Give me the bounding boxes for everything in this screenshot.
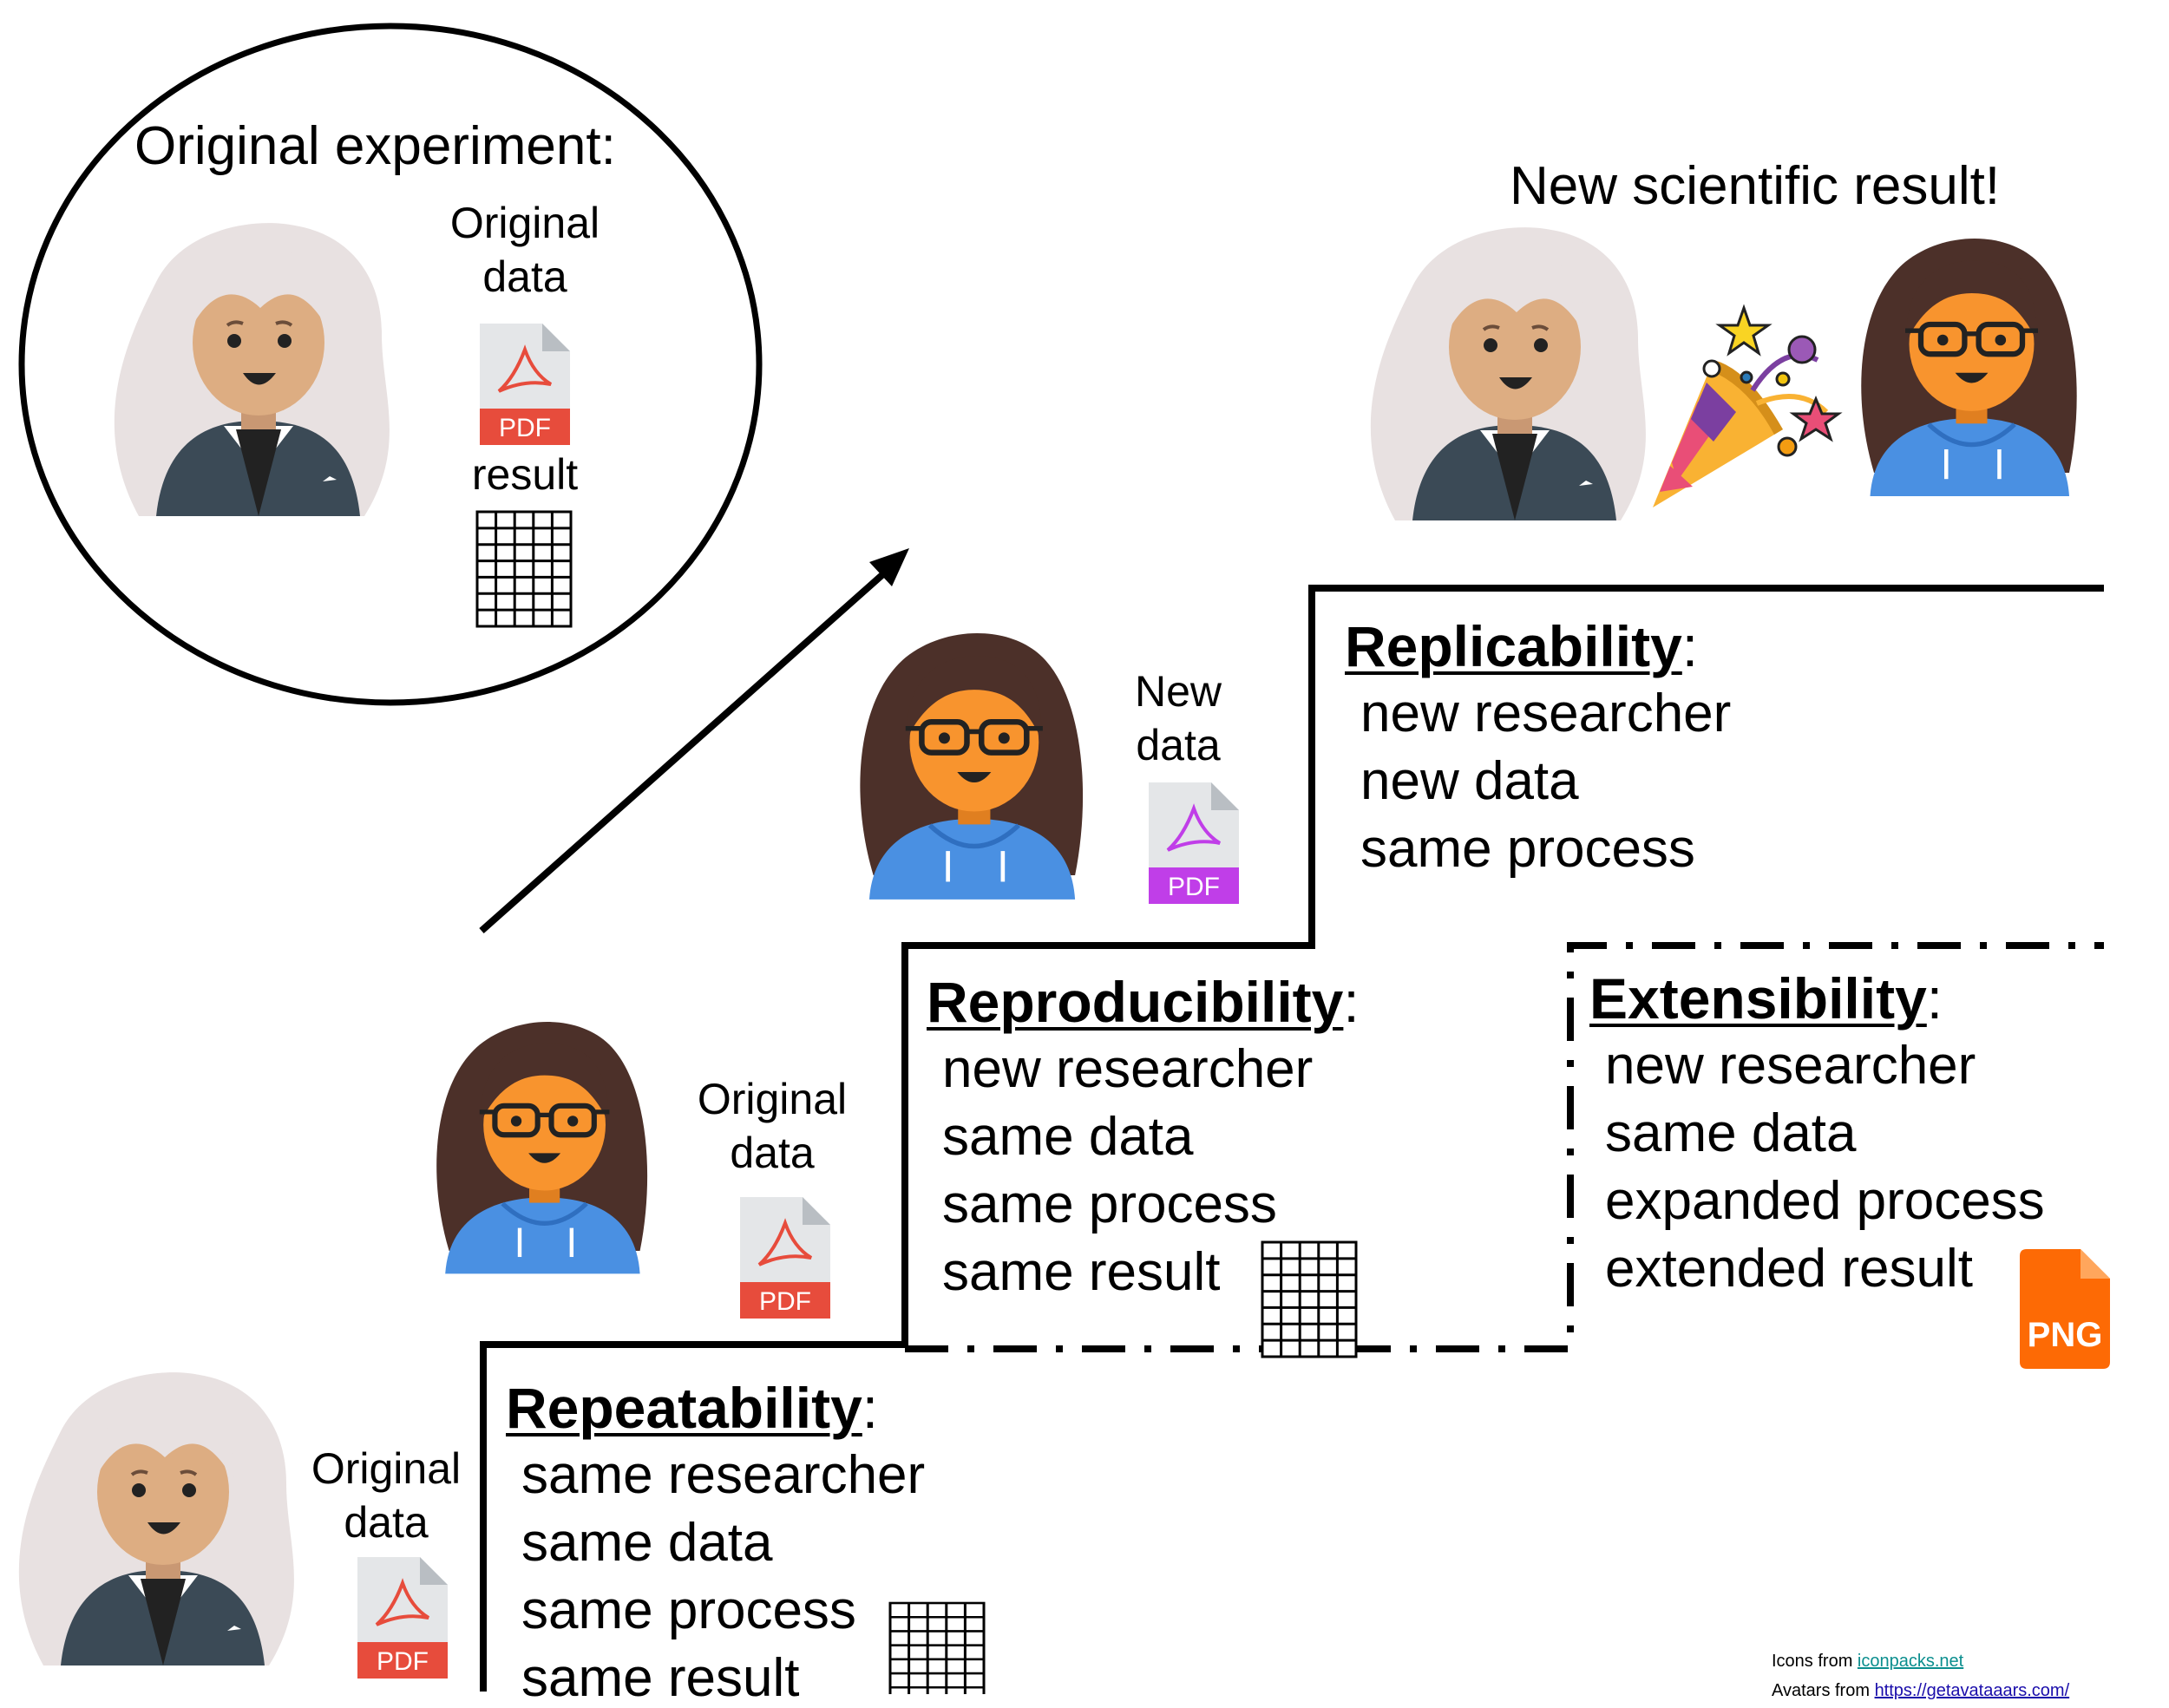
original-data-label-line1: Original bbox=[449, 199, 600, 247]
staircase-outline bbox=[480, 585, 2104, 1692]
replicability-line-3: same process bbox=[1360, 819, 1695, 879]
repeatability-line-1: same researcher bbox=[521, 1445, 926, 1505]
new-result-title: New scientific result! bbox=[1510, 156, 2001, 216]
reproducibility-data-label-line2: data bbox=[730, 1129, 815, 1177]
original-data-label-line2: data bbox=[482, 252, 567, 301]
original-result-label: result bbox=[471, 450, 579, 499]
reproducibility-heading: Reproducibility: bbox=[927, 970, 1360, 1034]
table-icon-repeatability-result bbox=[888, 1601, 986, 1694]
extensibility-line-4: extended result bbox=[1605, 1239, 1973, 1299]
progress-arrow bbox=[479, 570, 888, 933]
avatar-original-researcher-result bbox=[1368, 226, 1648, 522]
avatars-credit: Avatars from https://getavataaars.com/ bbox=[1772, 1681, 2070, 1700]
table-icon-reproducibility-result bbox=[1261, 1240, 1358, 1358]
pdf-icon-new-data: PDF bbox=[1149, 782, 1239, 904]
pdf-badge: PDF bbox=[377, 1647, 429, 1676]
avatar-new-researcher-result bbox=[1861, 239, 2076, 496]
extensibility-line-2: same data bbox=[1605, 1103, 1857, 1163]
reproducibility-line-2: same data bbox=[942, 1107, 1194, 1167]
pdf-badge: PDF bbox=[759, 1287, 811, 1316]
extensibility-line-3: expanded process bbox=[1605, 1171, 2045, 1231]
iconpacks-link[interactable]: iconpacks.net bbox=[1857, 1652, 1964, 1671]
progress-arrow-head bbox=[869, 548, 909, 586]
party-popper-icon bbox=[1653, 304, 1843, 507]
reproducibility-line-4: same result bbox=[942, 1242, 1221, 1302]
extensibility-line-1: new researcher bbox=[1605, 1036, 1976, 1096]
pdf-badge: PDF bbox=[1168, 873, 1220, 901]
icons-credit: Icons from iconpacks.net bbox=[1772, 1652, 1964, 1671]
repeatability-line-4: same result bbox=[521, 1648, 800, 1708]
avatar-original-researcher-repeatability bbox=[16, 1371, 296, 1667]
replicability-line-2: new data bbox=[1360, 751, 1579, 811]
avatar-original-researcher-circle bbox=[112, 221, 391, 518]
replicability-heading: Replicability: bbox=[1345, 614, 1699, 678]
png-badge: PNG bbox=[2028, 1316, 2103, 1354]
repeatability-data-label-line1: Original bbox=[311, 1444, 462, 1493]
avatar-new-researcher-replicability bbox=[860, 633, 1083, 900]
original-experiment-circle bbox=[18, 23, 763, 706]
pdf-icon-original-experiment: PDF bbox=[480, 324, 570, 445]
reproducibility-line-1: new researcher bbox=[942, 1039, 1314, 1099]
replicability-line-1: new researcher bbox=[1360, 684, 1732, 743]
repeatability-line-3: same process bbox=[521, 1580, 856, 1640]
pdf-icon-reproducibility-data: PDF bbox=[740, 1197, 830, 1319]
reproducibility-line-3: same process bbox=[942, 1175, 1277, 1234]
new-data-label-line1: New bbox=[1134, 667, 1222, 716]
reproducibility-data-label-line1: Original bbox=[697, 1075, 848, 1123]
png-icon-extended-result: PNG bbox=[2020, 1249, 2110, 1369]
repeatability-heading: Repeatability: bbox=[506, 1376, 879, 1440]
avatar-new-researcher-reproducibility bbox=[436, 1022, 647, 1273]
extensibility-heading: Extensibility: bbox=[1589, 966, 1943, 1031]
new-data-label-line2: data bbox=[1136, 721, 1221, 769]
pdf-icon-repeatability-data: PDF bbox=[357, 1557, 448, 1679]
repeatability-data-label-line2: data bbox=[344, 1498, 429, 1547]
getavataaars-link[interactable]: https://getavataaars.com/ bbox=[1874, 1681, 2070, 1700]
pdf-badge: PDF bbox=[499, 414, 551, 442]
original-experiment-title: Original experiment: bbox=[134, 116, 616, 176]
table-icon-original-result bbox=[475, 510, 573, 628]
repeatability-line-2: same data bbox=[521, 1513, 773, 1573]
extensibility-outline bbox=[905, 942, 2104, 1352]
